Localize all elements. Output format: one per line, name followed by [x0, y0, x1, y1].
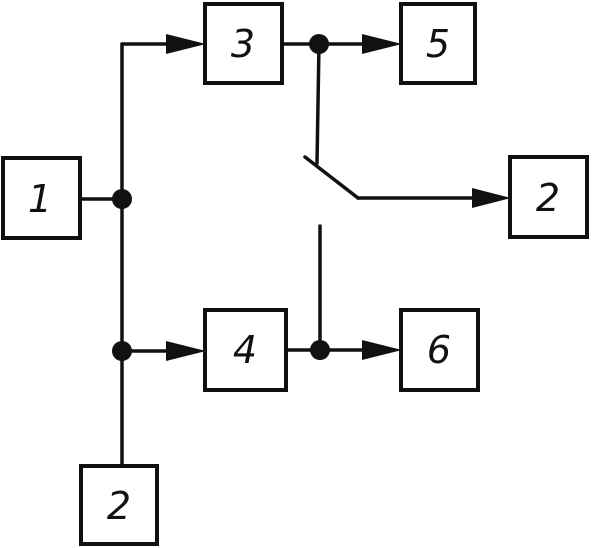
- switch-blade: [303, 155, 360, 200]
- block-5-frame: [399, 2, 477, 85]
- block-6-frame: [399, 308, 480, 392]
- block-6-label: 6: [427, 328, 451, 372]
- arrowhead-to-b2-right: [472, 188, 511, 208]
- block-2-right-frame: [508, 155, 589, 239]
- junction-b1-bus: [112, 189, 132, 209]
- arrowhead-to-b4: [166, 341, 206, 361]
- block-6: 6: [399, 308, 480, 392]
- block-5: 5: [399, 2, 477, 85]
- block-3-label: 3: [231, 22, 255, 66]
- wire-switch-upper-contact: [315, 42, 321, 165]
- block-1-label: 1: [28, 177, 52, 221]
- block-4-label: 4: [233, 328, 257, 372]
- block-2-right: 2: [508, 155, 589, 239]
- block-4-frame: [203, 308, 288, 392]
- junction-b3-out: [309, 34, 329, 54]
- junction-b4-out: [310, 340, 330, 360]
- wires: [78, 42, 492, 468]
- arrowheads: [166, 34, 511, 361]
- block-2-bottom-frame: [79, 464, 159, 546]
- block-3-frame: [203, 2, 284, 85]
- block-4: 4: [203, 308, 288, 392]
- block-3: 3: [203, 2, 284, 85]
- junctions: [112, 34, 330, 361]
- block-2-bottom-label: 2: [107, 484, 131, 528]
- block-5-label: 5: [426, 22, 450, 66]
- block-1-frame: [1, 156, 82, 240]
- block-2-bottom: 2: [79, 464, 159, 546]
- arrowhead-to-b6: [362, 340, 402, 360]
- arrowhead-to-b5: [362, 34, 402, 54]
- arrowhead-to-b3: [166, 34, 206, 54]
- block-1: 1: [1, 156, 82, 240]
- block-2-right-label: 2: [536, 176, 560, 220]
- junction-b4-bus: [112, 341, 132, 361]
